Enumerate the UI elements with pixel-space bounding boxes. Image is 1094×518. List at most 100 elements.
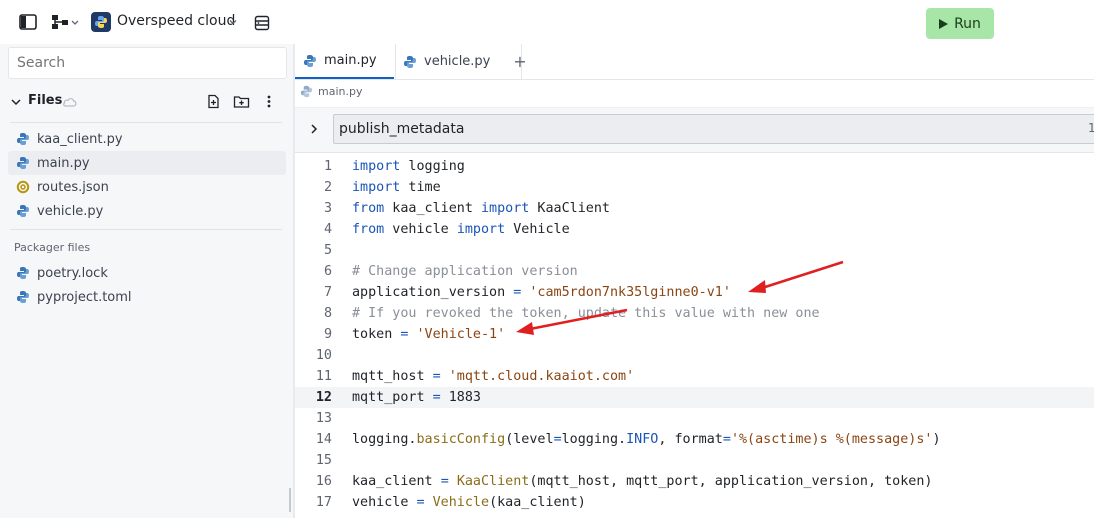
- top-bar: Overspeed cloud Run: [0, 0, 1094, 44]
- line-text: # Change application version: [352, 264, 578, 279]
- tab-label: vehicle.py: [424, 54, 491, 69]
- resize-handle[interactable]: [289, 488, 291, 512]
- python-icon: [303, 54, 317, 68]
- add-tab-button[interactable]: +: [513, 52, 527, 71]
- file-name: pyproject.toml: [37, 289, 132, 305]
- line-number: 14: [315, 432, 332, 447]
- tab-vehicle-py[interactable]: vehicle.py: [395, 44, 522, 79]
- code-line: 2 import time: [295, 177, 1094, 198]
- python-icon: [16, 290, 30, 304]
- line-number: 3: [323, 201, 332, 216]
- line-text: token = 'Vehicle-1': [352, 327, 506, 342]
- sidebar-toggle-icon[interactable]: [19, 14, 37, 30]
- line-number: 16: [315, 474, 332, 489]
- line-number: 17: [315, 495, 332, 510]
- code-editor[interactable]: 1 import logging 2 import time 3 from kaa_c…: [295, 155, 1094, 518]
- python-icon: [16, 132, 30, 146]
- file-item-vehicle[interactable]: vehicle.py: [8, 199, 286, 223]
- line-number: 6: [323, 264, 332, 279]
- code-line: 15: [295, 450, 1094, 471]
- breadcrumb-file[interactable]: main.py: [318, 85, 363, 98]
- new-file-icon[interactable]: [206, 94, 221, 109]
- chevron-right-icon[interactable]: [309, 122, 319, 136]
- code-line: 14 logging.basicConfig(level=logging.INFO…: [295, 429, 1094, 450]
- file-item-kaa-client[interactable]: kaa_client.py: [8, 127, 286, 151]
- code-line: 5: [295, 240, 1094, 261]
- file-item-poetry-lock[interactable]: poetry.lock: [8, 261, 286, 285]
- line-text: # If you revoked the token, update this …: [352, 306, 820, 321]
- more-options-icon[interactable]: [266, 94, 272, 109]
- line-text: from vehicle import Vehicle: [352, 222, 570, 237]
- editor-tabs: main.py vehicle.py +: [295, 44, 1094, 80]
- search-input[interactable]: [8, 47, 287, 79]
- file-name: kaa_client.py: [37, 131, 123, 147]
- line-number: 12: [315, 390, 332, 405]
- line-number: 11: [315, 369, 332, 384]
- app-title[interactable]: Overspeed cloud: [117, 13, 236, 29]
- code-line: 3 from kaa_client import KaaClient: [295, 198, 1094, 219]
- line-number: 10: [315, 348, 332, 363]
- line-number: 2: [323, 180, 332, 195]
- outline-count: 1: [1088, 121, 1094, 135]
- code-line: 7 application_version = 'cam5rdon7nk35lgi…: [295, 282, 1094, 303]
- json-icon: [16, 180, 30, 194]
- python-icon: [16, 204, 30, 218]
- code-line: 11 mqtt_host = 'mqtt.cloud.kaaiot.com': [295, 366, 1094, 387]
- packager-files-label: Packager files: [14, 241, 91, 254]
- code-line: 6 # Change application version: [295, 261, 1094, 282]
- code-line: 8 # If you revoked the token, update this…: [295, 303, 1094, 324]
- tab-main-py[interactable]: main.py: [295, 44, 394, 79]
- file-name: main.py: [37, 155, 90, 171]
- breadcrumb: main.py: [300, 85, 362, 98]
- line-text: import logging: [352, 159, 465, 174]
- chevron-down-icon[interactable]: [10, 96, 22, 108]
- run-label: Run: [954, 15, 981, 32]
- line-text: import time: [352, 180, 441, 195]
- line-number: 5: [323, 243, 332, 258]
- line-text: mqtt_port = 1883: [352, 390, 481, 405]
- python-icon: [16, 156, 30, 170]
- file-sidebar: Files kaa_client.py main.py routes.json …: [0, 44, 293, 518]
- cloud-icon: [63, 98, 77, 107]
- line-text: from kaa_client import KaaClient: [352, 201, 610, 216]
- line-text: kaa_client = KaaClient(mqtt_host, mqtt_p…: [352, 474, 933, 489]
- run-button[interactable]: Run: [926, 8, 994, 39]
- line-number: 4: [323, 222, 332, 237]
- chevron-down-icon[interactable]: [228, 17, 238, 27]
- line-text: application_version = 'cam5rdon7nk35lgin…: [352, 285, 731, 300]
- divider: [295, 107, 1094, 108]
- line-number: 15: [315, 453, 332, 468]
- storage-icon[interactable]: [254, 15, 270, 31]
- new-folder-icon[interactable]: [233, 94, 250, 109]
- pane-divider[interactable]: [293, 44, 295, 518]
- line-text: logging.basicConfig(level=logging.INFO, …: [352, 432, 941, 447]
- line-number: 1: [323, 159, 332, 174]
- file-item-routes[interactable]: routes.json: [8, 175, 286, 199]
- divider: [10, 122, 282, 123]
- code-line: 13: [295, 408, 1094, 429]
- divider: [10, 229, 282, 230]
- file-item-pyproject[interactable]: pyproject.toml: [8, 285, 286, 309]
- outline-symbol[interactable]: publish_metadata: [333, 114, 1094, 144]
- version-control-icon[interactable]: [51, 14, 81, 30]
- code-line-current: 12 mqtt_port = 1883: [295, 387, 1094, 408]
- tab-label: main.py: [324, 53, 377, 68]
- code-line: 16 kaa_client = KaaClient(mqtt_host, mqtt…: [295, 471, 1094, 492]
- python-logo-icon: [91, 12, 111, 32]
- python-icon: [300, 85, 313, 98]
- line-number: 7: [323, 285, 332, 300]
- code-line: 9 token = 'Vehicle-1': [295, 324, 1094, 345]
- line-number: 9: [323, 327, 332, 342]
- code-line: 1 import logging: [295, 156, 1094, 177]
- file-name: routes.json: [37, 179, 109, 195]
- file-name: vehicle.py: [37, 203, 104, 219]
- file-item-main[interactable]: main.py: [8, 151, 286, 175]
- python-icon: [16, 266, 30, 280]
- files-header: Files: [10, 93, 285, 111]
- file-name: poetry.lock: [37, 265, 108, 281]
- outline-bar: publish_metadata 1: [295, 108, 1094, 153]
- line-text: mqtt_host = 'mqtt.cloud.kaaiot.com': [352, 369, 635, 384]
- code-line: 10: [295, 345, 1094, 366]
- line-number: 8: [323, 306, 332, 321]
